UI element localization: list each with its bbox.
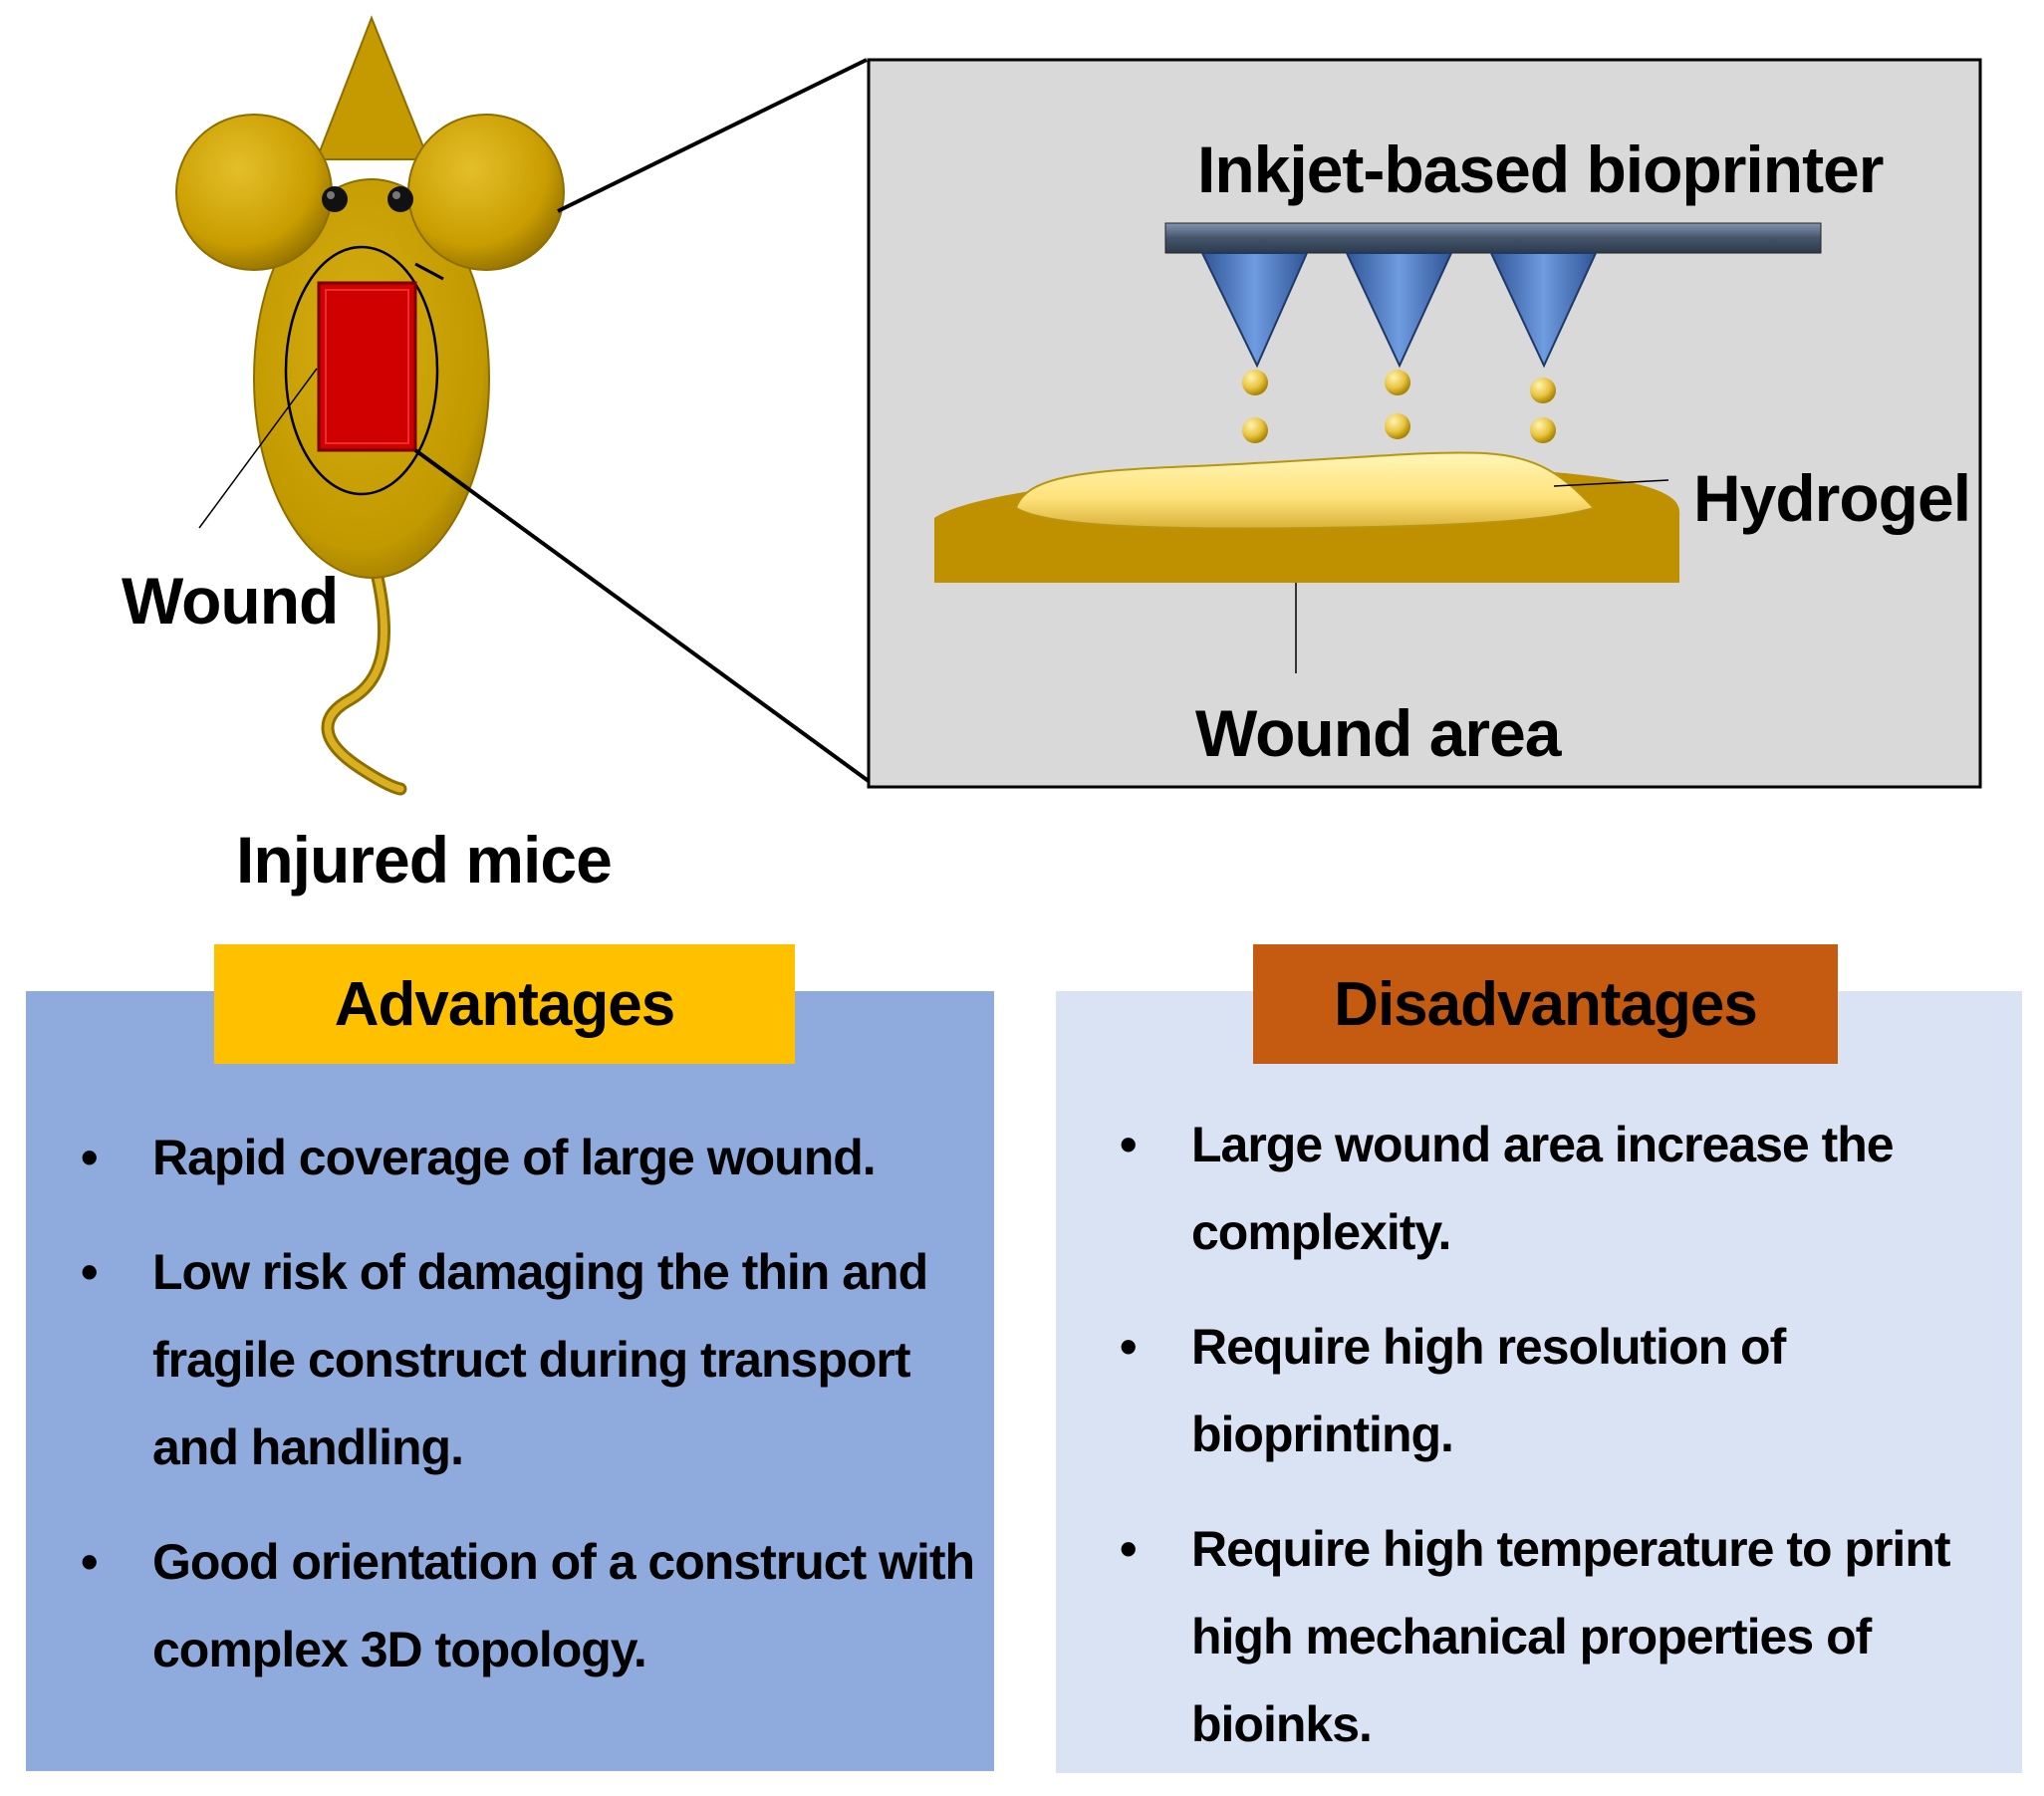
disadvantages-title: Disadvantages [1253,944,1838,1064]
printer-bar [1164,222,1822,254]
nozzle-3 [1489,252,1598,369]
disadvantages-list: •Large wound area increase the complexit… [1120,1101,2008,1795]
mouse-illustration [175,15,565,796]
droplet [1385,370,1410,395]
wound-outline [284,245,439,496]
wound-patch [317,281,417,452]
zoom-panel [867,58,1982,789]
droplet [1242,370,1268,395]
mouse-eye-right [387,186,413,212]
wound-area-label: Wound area [1195,696,1562,770]
bullet: • [81,1534,98,1590]
disadvantages-panel [1056,991,2022,1773]
nozzle-2 [1345,252,1453,369]
droplet [1530,417,1556,443]
bullet: • [1120,1117,1137,1172]
hydrogel-pointer-line [1553,479,1669,487]
bullet: • [1120,1521,1137,1577]
zoom-line-wound [414,262,444,281]
wound-label: Wound [122,564,339,638]
bullet: • [1120,1319,1137,1375]
nozzle-1 [1200,252,1309,369]
mouse-tail [321,566,407,796]
advantage-item: •Rapid coverage of large wound. [81,1114,979,1201]
zoom-line-top [557,58,868,213]
droplet [1242,417,1268,443]
droplet [1385,413,1410,439]
bullet: • [81,1244,98,1300]
mouse-eye-left [322,186,348,212]
zoom-panel-background [867,58,1982,789]
bullet: • [81,1130,98,1185]
zoom-line-bottom [413,448,879,789]
mouse-ear-left [175,114,333,271]
disadvantage-item: •Large wound area increase the complexit… [1120,1101,2008,1276]
advantage-item: •Low risk of damaging the thin and fragi… [81,1228,979,1491]
disadvantage-item: •Require high temperature to print high … [1120,1505,2008,1768]
advantages-panel [26,991,994,1771]
hydrogel-label: Hydrogel [1693,461,1971,535]
hydrogel-layer [1014,451,1596,530]
advantage-item: •Good orientation of a construct with co… [81,1518,979,1693]
bioprinter-label: Inkjet-based bioprinter [1197,132,1884,206]
mouse-ear-right [407,114,565,271]
droplet [1530,378,1556,403]
disadvantage-item: •Require high resolution of bioprinting. [1120,1303,2008,1478]
advantages-title: Advantages [214,944,795,1064]
wound-pointer-line [198,368,318,529]
injured-mice-label: Injured mice [236,823,613,897]
advantages-list: •Rapid coverage of large wound. •Low ris… [81,1114,979,1720]
mouse-nose [315,15,430,160]
